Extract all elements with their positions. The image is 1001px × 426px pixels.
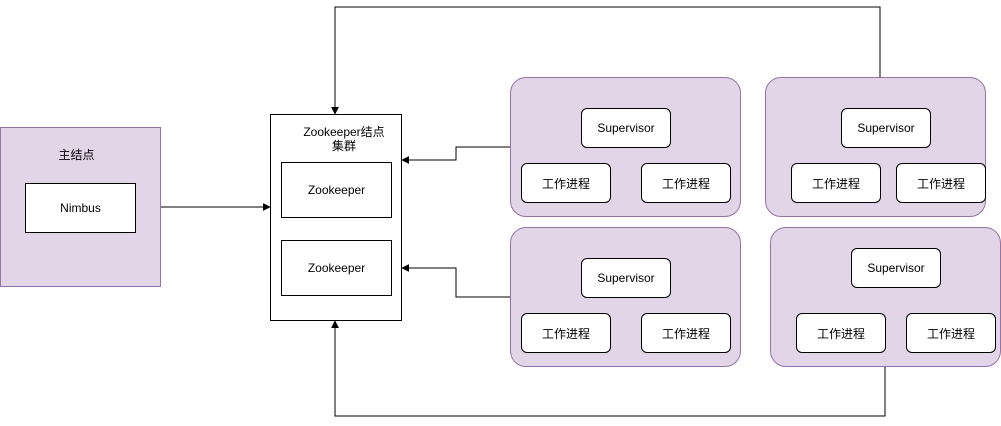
supervisor-label: Supervisor (597, 121, 655, 135)
worker-process-box: 工作进程 (521, 163, 611, 203)
master-node: 主结点 Nimbus (0, 127, 161, 287)
worker-process-box: 工作进程 (521, 313, 611, 353)
supervisor-box: Supervisor (841, 108, 931, 148)
worker-process-box: 工作进程 (906, 313, 996, 353)
zookeeper-node-label: Zookeeper (307, 261, 366, 275)
supervisor-group-top-right: Supervisor 工作进程 工作进程 (765, 77, 986, 217)
supervisor-box: Supervisor (851, 248, 941, 288)
supervisor-label: Supervisor (597, 271, 655, 285)
supervisor-group-bottom-right: Supervisor 工作进程 工作进程 (770, 227, 1001, 367)
supervisor-box: Supervisor (581, 108, 671, 148)
edge-top-right-group-to-zookeeper (331, 6, 881, 115)
zookeeper-cluster-title-line2: 集群 (331, 139, 356, 153)
worker-process-label: 工作进程 (661, 176, 710, 191)
worker-process-box: 工作进程 (796, 313, 886, 353)
worker-process-box: 工作进程 (641, 163, 731, 203)
worker-process-label: 工作进程 (811, 176, 860, 191)
edge-top-middle-group-to-zookeeper (401, 146, 510, 164)
nimbus-label: Nimbus (60, 201, 101, 215)
master-node-title: 主结点 (58, 148, 95, 162)
supervisor-group-top-middle: Supervisor 工作进程 工作进程 (510, 77, 741, 217)
worker-process-box: 工作进程 (791, 163, 881, 203)
zookeeper-node: Zookeeper (281, 240, 392, 296)
supervisor-label: Supervisor (857, 121, 915, 135)
edge-bottom-right-group-to-zookeeper (331, 320, 886, 417)
edge-bottom-middle-group-to-zookeeper (401, 264, 510, 298)
zookeeper-node: Zookeeper (281, 162, 392, 218)
worker-process-box: 工作进程 (896, 163, 986, 203)
worker-process-label: 工作进程 (541, 176, 590, 191)
worker-process-box: 工作进程 (641, 313, 731, 353)
supervisor-group-bottom-middle: Supervisor 工作进程 工作进程 (510, 227, 741, 367)
zookeeper-cluster: Zookeeper结点 集群 Zookeeper Zookeeper (270, 114, 402, 321)
worker-process-label: 工作进程 (661, 326, 710, 341)
worker-process-label: 工作进程 (926, 326, 975, 341)
worker-process-label: 工作进程 (816, 326, 865, 341)
worker-process-label: 工作进程 (916, 176, 965, 191)
zookeeper-cluster-title-line1: Zookeeper结点 (303, 125, 385, 139)
nimbus-box: Nimbus (25, 183, 136, 233)
supervisor-label: Supervisor (867, 261, 925, 275)
supervisor-box: Supervisor (581, 258, 671, 298)
worker-process-label: 工作进程 (541, 326, 590, 341)
zookeeper-node-label: Zookeeper (307, 183, 366, 197)
